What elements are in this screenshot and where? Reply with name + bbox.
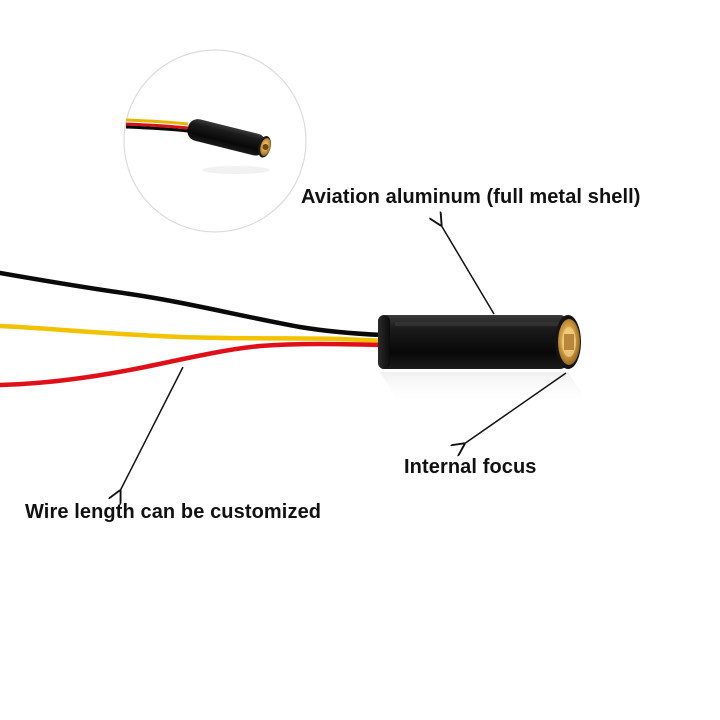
inset-laser-module — [187, 119, 271, 158]
laser-module — [378, 315, 590, 405]
arrow-shell — [441, 225, 495, 315]
wire-annotation: Wire length can be customized — [25, 501, 322, 523]
shell-annotation: Aviation aluminum (full metal shell) — [301, 186, 641, 208]
module-body — [378, 315, 568, 369]
brass-lens — [558, 319, 580, 365]
focus-annotation: Internal focus — [404, 456, 537, 478]
red-wire — [0, 341, 385, 388]
black-wire — [0, 270, 385, 338]
yellow-wire — [0, 323, 385, 344]
arrow-focus — [464, 372, 567, 444]
wire-bundle — [0, 270, 385, 388]
inset-circle — [123, 49, 307, 233]
arrow-wire — [120, 366, 184, 491]
inset-wires — [125, 118, 189, 133]
